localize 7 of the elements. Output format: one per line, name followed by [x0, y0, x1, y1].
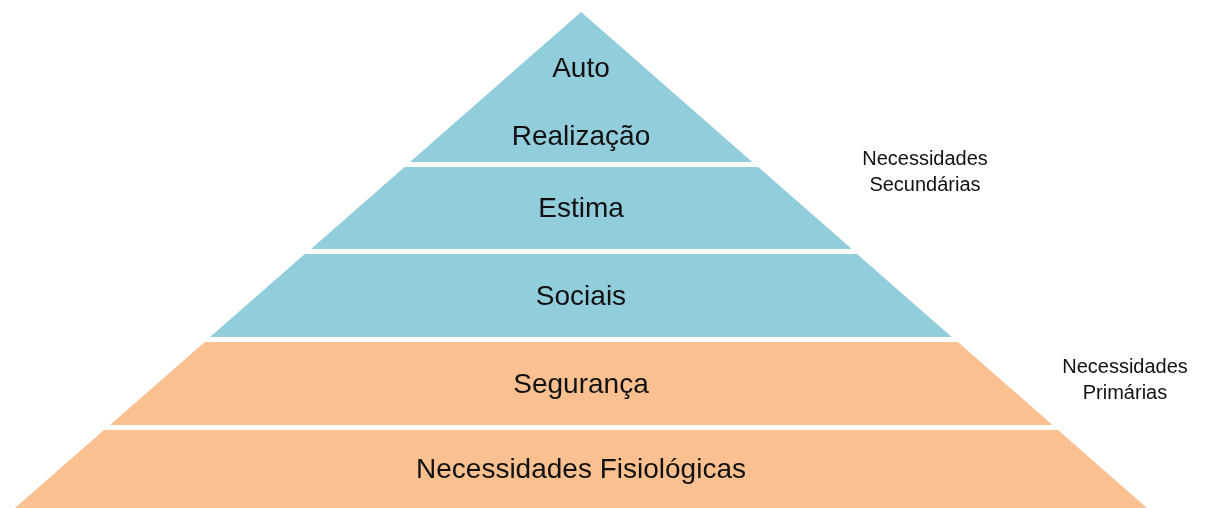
tier-label: Sociais — [535, 279, 627, 312]
tier-label: Estima — [538, 192, 624, 224]
tier-label: Segurança — [513, 367, 649, 400]
group-label: Necessidades Secundárias — [861, 146, 989, 197]
tier-label: Necessidades Fisiológicas — [416, 453, 746, 485]
tier-label: Auto Realização — [510, 51, 652, 153]
group-label: Necessidades Primárias — [1061, 354, 1189, 405]
